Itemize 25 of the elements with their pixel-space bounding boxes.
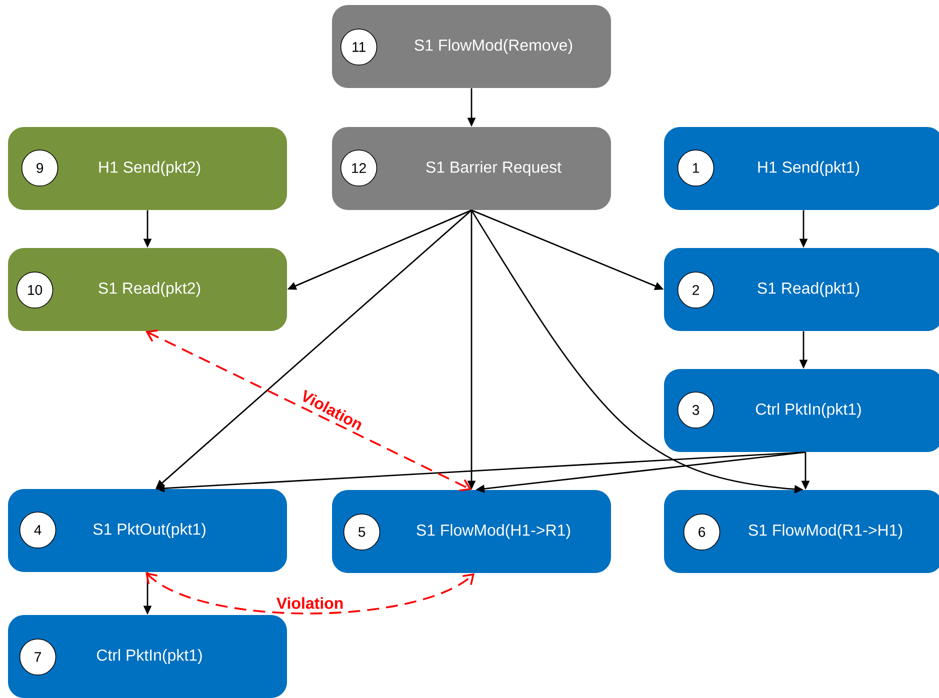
- process-box: [8, 248, 287, 331]
- process-box: [664, 127, 939, 210]
- box-label: S1 FlowMod(R1->H1): [748, 524, 902, 539]
- process-box: [8, 127, 287, 210]
- process-box: [664, 248, 939, 331]
- edge-label: Violation: [275, 596, 345, 610]
- process-box: [332, 490, 611, 573]
- box-label: Ctrl PktIn(pkt1): [756, 403, 861, 418]
- process-box: [332, 127, 611, 210]
- box-label: S1 Read(pkt1): [758, 282, 860, 297]
- box-label: H1 Send(pkt1): [758, 161, 860, 176]
- process-box: [8, 615, 287, 698]
- box-label: S1 Barrier Request: [426, 161, 562, 176]
- box-label: S1 FlowMod(Remove): [414, 39, 572, 54]
- box-label: S1 PktOut(pkt1): [93, 523, 206, 538]
- process-box: [664, 490, 939, 573]
- box-label: Ctrl PktIn(pkt1): [96, 649, 202, 664]
- process-box: [664, 369, 939, 452]
- box-label: S1 Read(pkt2): [98, 282, 200, 297]
- box-label: H1 Send(pkt2): [99, 161, 200, 176]
- box-label: S1 FlowMod(H1->R1): [416, 524, 570, 539]
- arrow: [146, 330, 472, 492]
- arrow: [146, 572, 474, 614]
- process-box: [8, 489, 287, 572]
- process-box: [332, 5, 611, 88]
